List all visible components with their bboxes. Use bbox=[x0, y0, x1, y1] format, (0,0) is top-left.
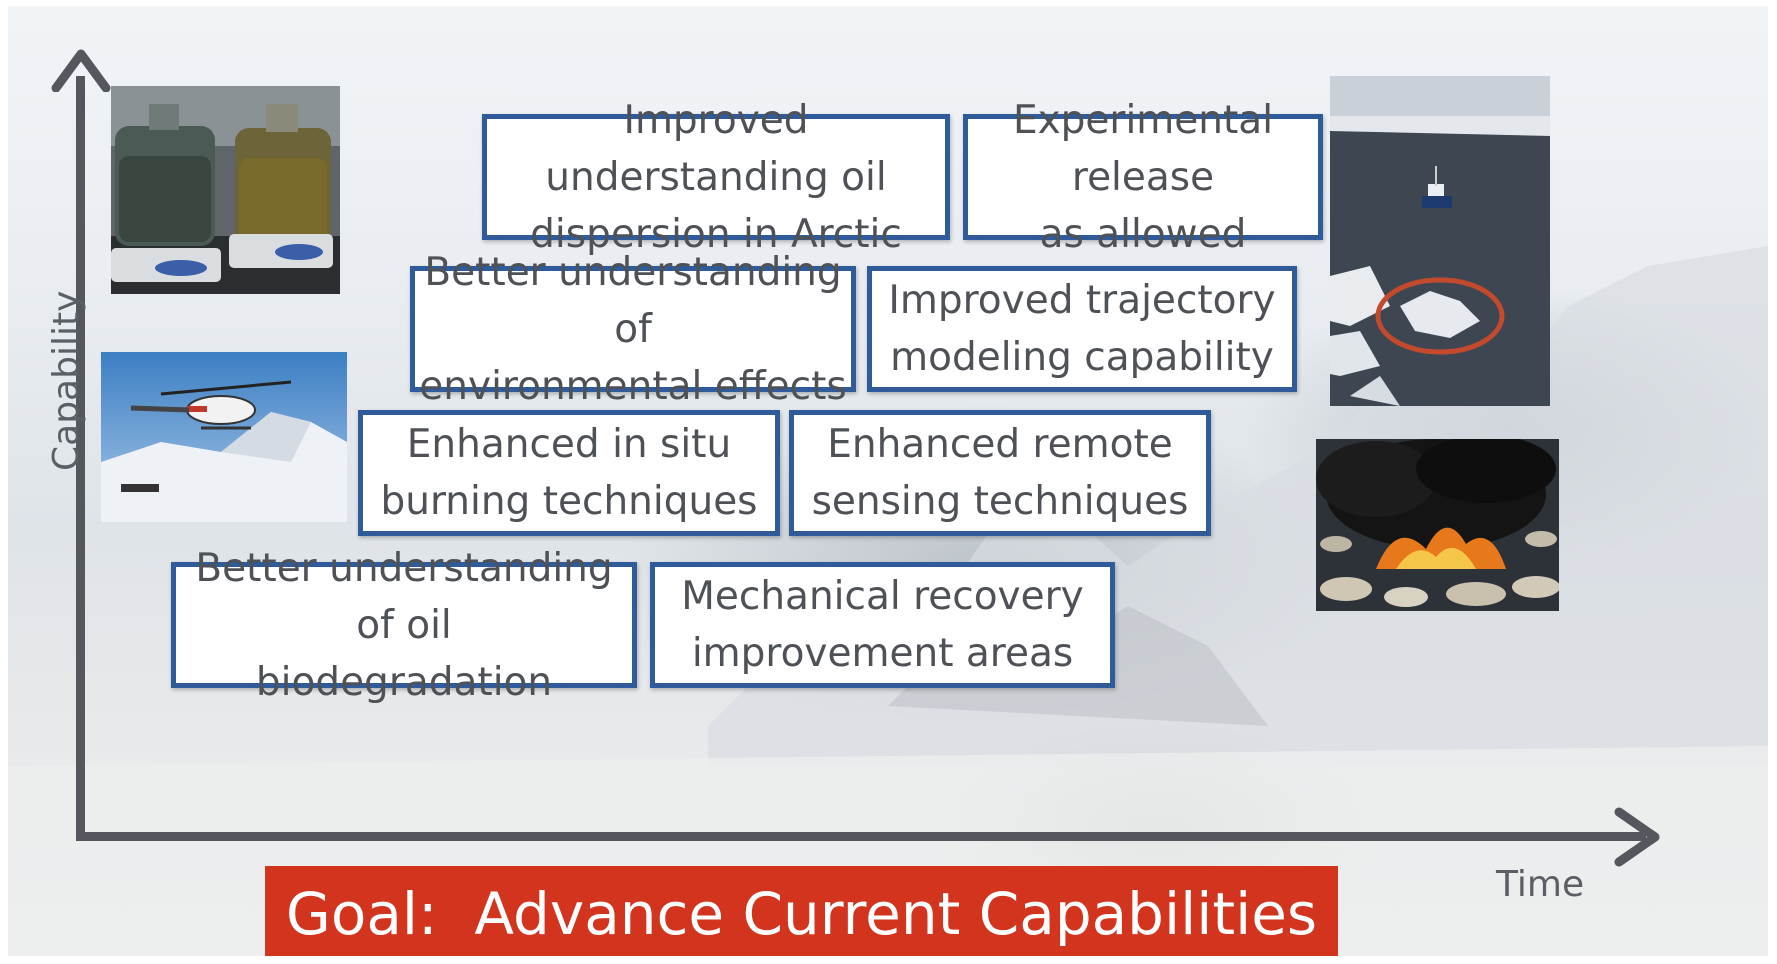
box-environmental-effects: Better understanding of environmental ef… bbox=[410, 250, 856, 409]
photo-ship-boom bbox=[1330, 76, 1550, 406]
y-axis-arrowhead bbox=[51, 49, 111, 92]
x-axis-label: Time bbox=[1496, 864, 1585, 905]
box-text: Enhanced in situ burning techniques bbox=[380, 422, 758, 524]
slide: Capability Time Improved understanding o… bbox=[8, 6, 1768, 956]
y-axis-label: Capability bbox=[46, 290, 87, 471]
box-text: Better understanding of environmental ef… bbox=[419, 249, 847, 409]
box-oil-biodegradation: Better understanding of oil biodegradati… bbox=[171, 546, 637, 705]
y-axis bbox=[76, 76, 85, 841]
box-trajectory-modeling: Improved trajectory modeling capability bbox=[867, 266, 1297, 392]
box-text: Improved understanding oil dispersion in… bbox=[530, 97, 902, 257]
box-remote-sensing: Enhanced remote sensing techniques bbox=[789, 410, 1211, 536]
photo-helicopter bbox=[101, 352, 347, 522]
goal-banner: Goal: Advance Current Capabilities bbox=[265, 866, 1338, 956]
x-axis-arrowhead bbox=[1614, 807, 1660, 867]
photo-oil-fire bbox=[1316, 439, 1559, 611]
box-text: Enhanced remote sensing techniques bbox=[811, 422, 1189, 524]
box-text: Better understanding of oil biodegradati… bbox=[195, 545, 613, 705]
box-text: Experimental release as allowed bbox=[1012, 97, 1274, 257]
box-text: Improved trajectory modeling capability bbox=[888, 278, 1276, 380]
box-text: Mechanical recovery improvement areas bbox=[681, 574, 1084, 676]
photo-lab-bottles bbox=[111, 86, 340, 294]
box-oil-dispersion: Improved understanding oil dispersion in… bbox=[482, 98, 950, 257]
box-experimental-release: Experimental release as allowed bbox=[963, 98, 1323, 257]
box-in-situ-burning: Enhanced in situ burning techniques bbox=[358, 410, 780, 536]
box-mechanical-recovery: Mechanical recovery improvement areas bbox=[650, 562, 1115, 688]
x-axis bbox=[76, 832, 1646, 841]
